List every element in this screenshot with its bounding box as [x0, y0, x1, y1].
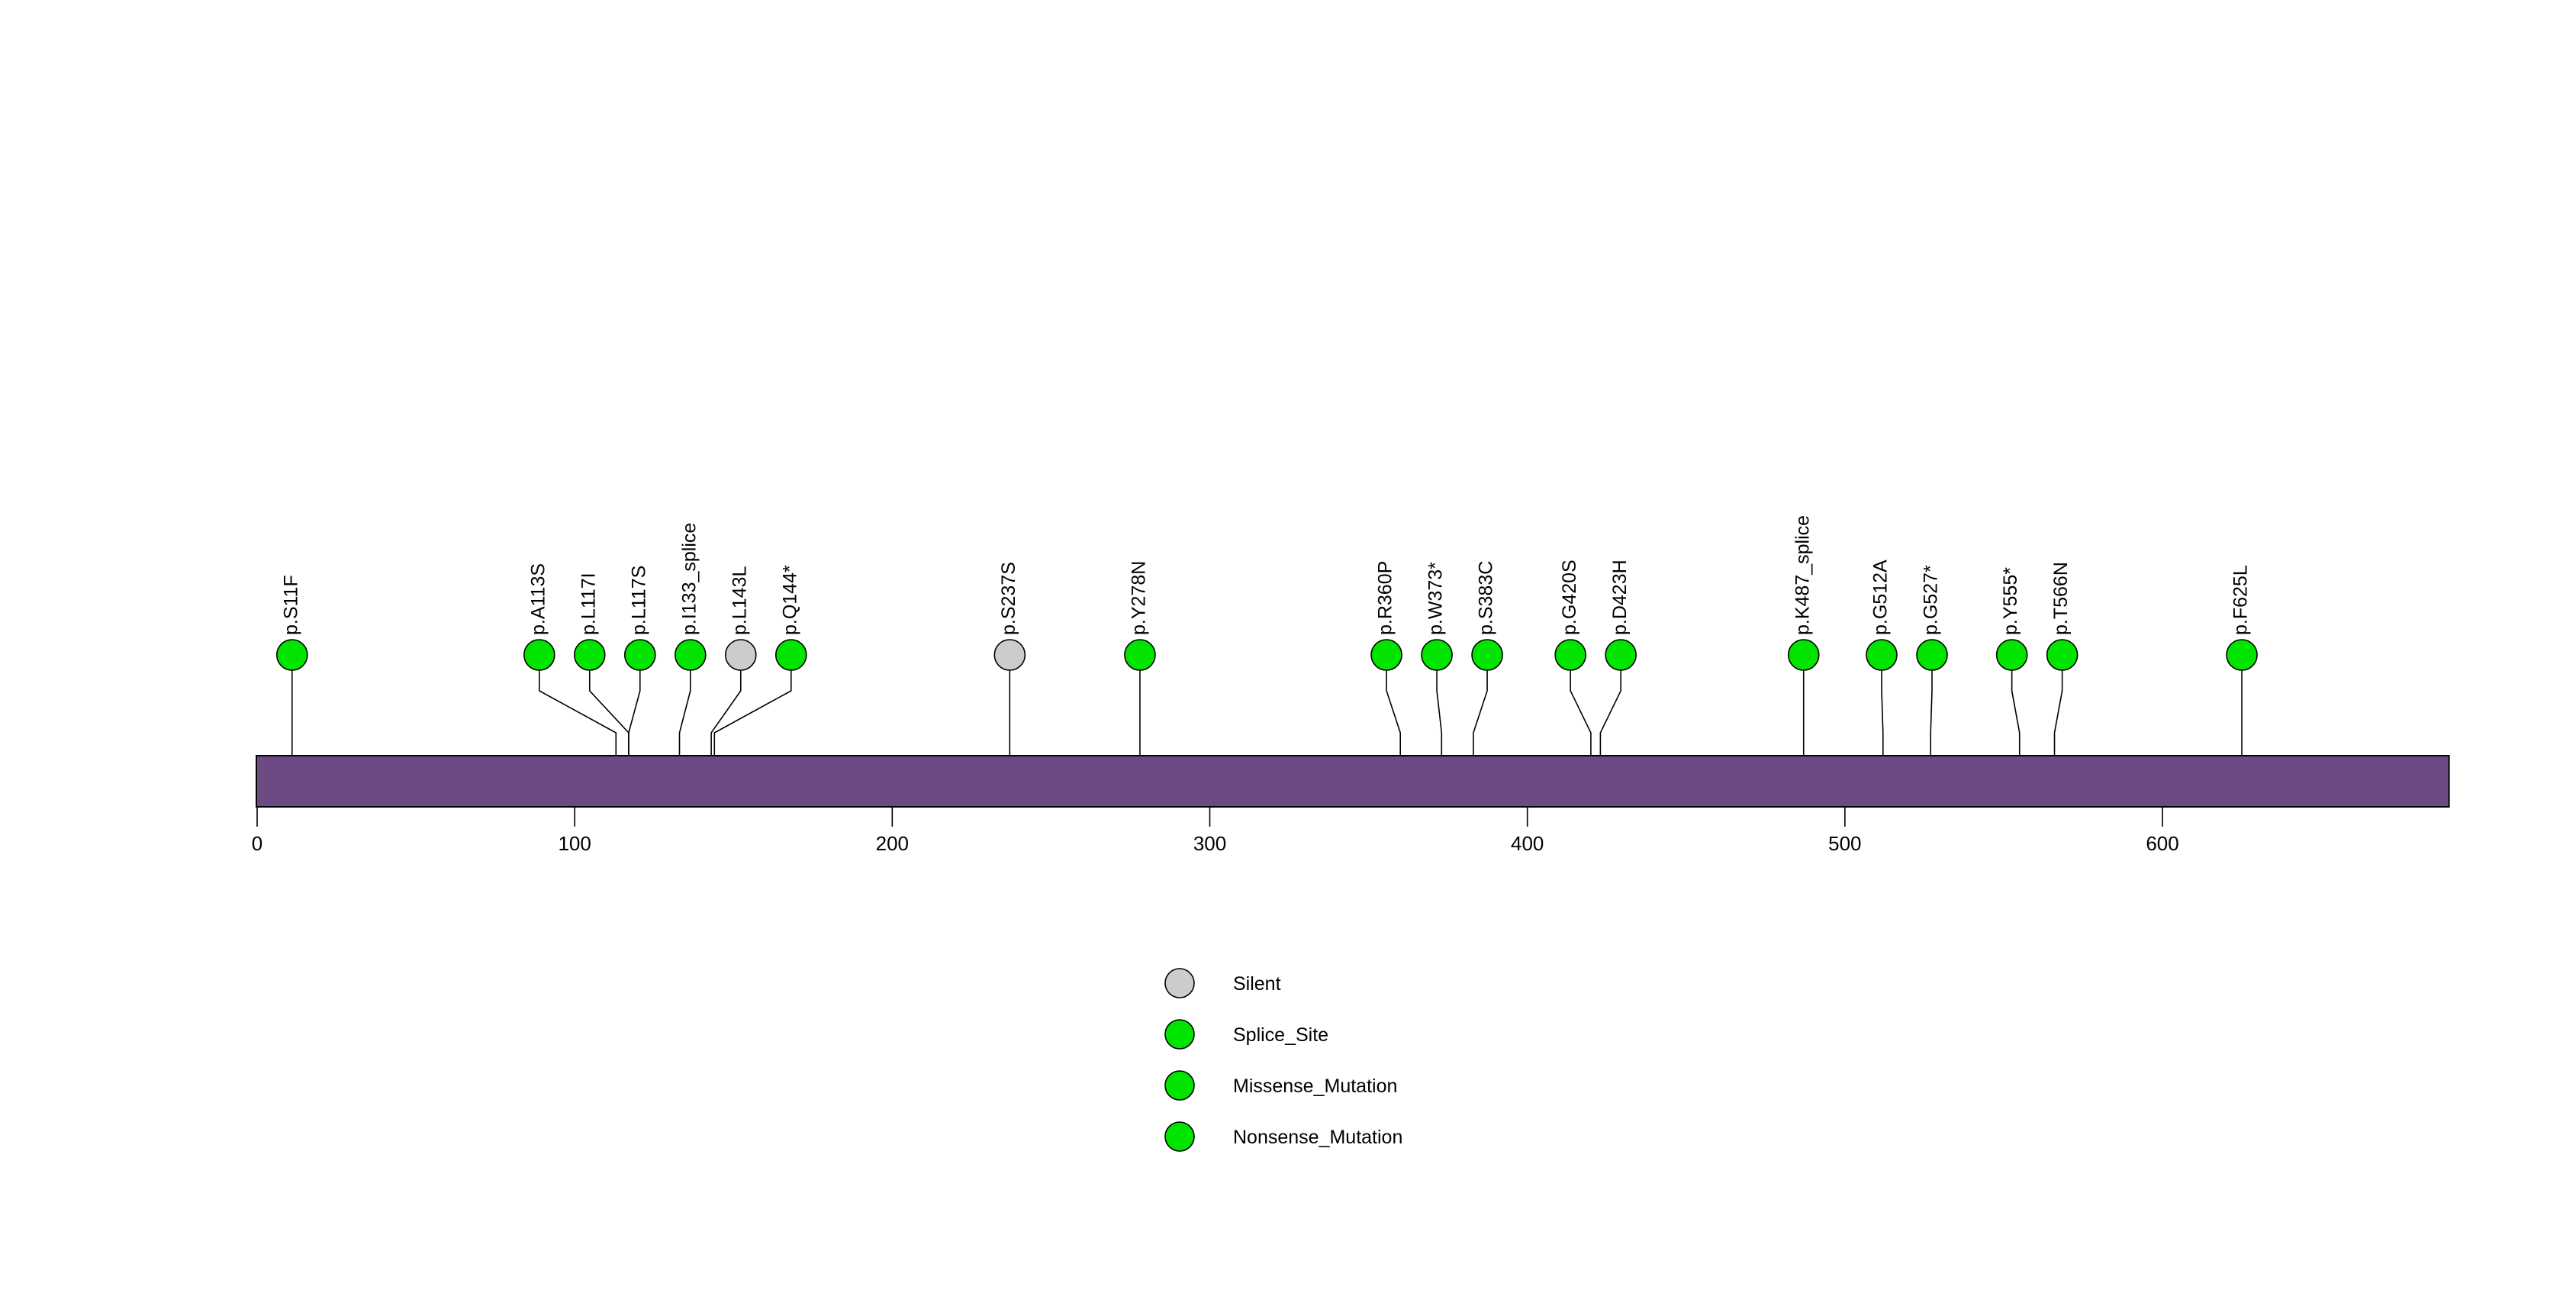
mutation-stem: [628, 655, 641, 760]
mutation-label: p.Q144*: [779, 565, 800, 635]
mutation-marker-pl117s[interactable]: [623, 639, 656, 671]
mutation-label: p.K487_splice: [1792, 515, 1813, 635]
mutation-label: p.S237S: [998, 562, 1019, 635]
mutation-marker-py278n[interactable]: [1124, 639, 1156, 671]
x-axis-tick-label: 600: [2146, 832, 2178, 855]
mutation-stem: [2011, 655, 2021, 760]
mutation-marker-pl117i[interactable]: [573, 639, 606, 671]
mutation-stem: [1473, 655, 1488, 760]
mutation-stem: [1599, 655, 1621, 760]
mutation-markers-group: [275, 639, 2258, 671]
x-axis-tick-label: 200: [876, 832, 909, 855]
mutation-marker-pl143l[interactable]: [724, 639, 757, 671]
protein-domain-bar-group: [256, 755, 2450, 808]
mutation-label: p.G420S: [1559, 560, 1580, 635]
mutation-labels-group: p.S11F p.A113S p.L117I p.L117S p.I133_splice…: [280, 515, 2251, 635]
mutation-stem: [1930, 655, 1933, 760]
x-axis-tick-label: 500: [1828, 832, 1861, 855]
mutation-stem: [1436, 655, 1443, 760]
mutation-label: p.L117S: [628, 566, 649, 635]
mutation-marker-pi133splice[interactable]: [674, 639, 707, 671]
mutation-stem: [710, 655, 742, 760]
legend-label-missense_mutation: Missense_Mutation: [1233, 1076, 1397, 1097]
mutation-label: p.L117I: [578, 572, 599, 635]
x-axis-tick-label: 0: [252, 832, 262, 855]
mutation-stem: [1386, 655, 1402, 760]
mutation-label: p.L143L: [729, 566, 750, 635]
mutation-stem: [2053, 655, 2063, 760]
mutation-label: p.A113S: [527, 563, 549, 635]
mutation-stems-group: [291, 655, 2243, 760]
legend-swatch-nonsense_mutation[interactable]: [1164, 1121, 1195, 1152]
mutation-marker-ps11f[interactable]: [275, 639, 308, 671]
mutation-marker-pt566n[interactable]: [2046, 639, 2079, 671]
mutation-label: p.Y555*: [2000, 567, 2021, 635]
mutation-marker-pg512a[interactable]: [1866, 639, 1898, 671]
mutation-label: p.S11F: [280, 575, 301, 635]
mutation-marker-pk487splice[interactable]: [1787, 639, 1820, 671]
mutation-label: p.D423H: [1609, 560, 1631, 635]
mutation-label: p.G527*: [1921, 565, 1942, 635]
mutation-label: p.Y278N: [1129, 561, 1150, 635]
mutation-label: p.I133_splice: [678, 523, 700, 635]
mutation-label: p.S383C: [1476, 561, 1497, 635]
mutation-marker-pd423h[interactable]: [1605, 639, 1637, 671]
mutation-marker-pf625l[interactable]: [2226, 639, 2258, 671]
mutation-stem: [1881, 655, 1884, 760]
mutation-marker-pa113s[interactable]: [523, 639, 555, 671]
mutation-stem: [1570, 655, 1592, 760]
mutation-marker-pg527[interactable]: [1916, 639, 1948, 671]
x-axis-group: 0 100 200 300 400 500 600: [252, 807, 2179, 855]
mutation-label: p.R360P: [1375, 561, 1396, 635]
legend-label-nonsense_mutation: Nonsense_Mutation: [1233, 1127, 1402, 1148]
mutation-label: p.T566N: [2050, 562, 2072, 635]
x-axis-tick-label: 100: [558, 832, 591, 855]
mutation-marker-pq144[interactable]: [774, 639, 807, 671]
mutation-marker-ps383c[interactable]: [1471, 639, 1503, 671]
mutation-marker-pg420s[interactable]: [1554, 639, 1586, 671]
mutation-marker-pr360p[interactable]: [1370, 639, 1402, 671]
mutation-stem: [713, 655, 792, 760]
mutation-stem: [678, 655, 691, 760]
mutation-marker-ps237s[interactable]: [993, 639, 1026, 671]
mutation-stem: [588, 655, 630, 760]
legend-swatch-silent[interactable]: [1164, 968, 1195, 998]
legend-swatch-missense_mutation[interactable]: [1164, 1070, 1195, 1101]
mutation-label: p.G512A: [1870, 560, 1892, 635]
x-axis-tick-label: 300: [1193, 832, 1226, 855]
mutation-stem: [538, 655, 617, 760]
legend-label-silent: Silent: [1233, 973, 1281, 995]
mutation-marker-py555[interactable]: [1995, 639, 2028, 671]
x-axis-tick-label: 400: [1511, 832, 1544, 855]
legend-label-splice_site: Splice_Site: [1233, 1024, 1328, 1046]
legend-group: SilentSplice_SiteMissense_MutationNonsen…: [1164, 968, 1402, 1152]
protein-domain-bar[interactable]: [256, 755, 2450, 808]
mutation-label: p.W373*: [1425, 562, 1447, 635]
legend-swatch-splice_site[interactable]: [1164, 1019, 1195, 1050]
mutation-label: p.F625L: [2230, 565, 2252, 635]
mutation-marker-pw373[interactable]: [1421, 639, 1453, 671]
